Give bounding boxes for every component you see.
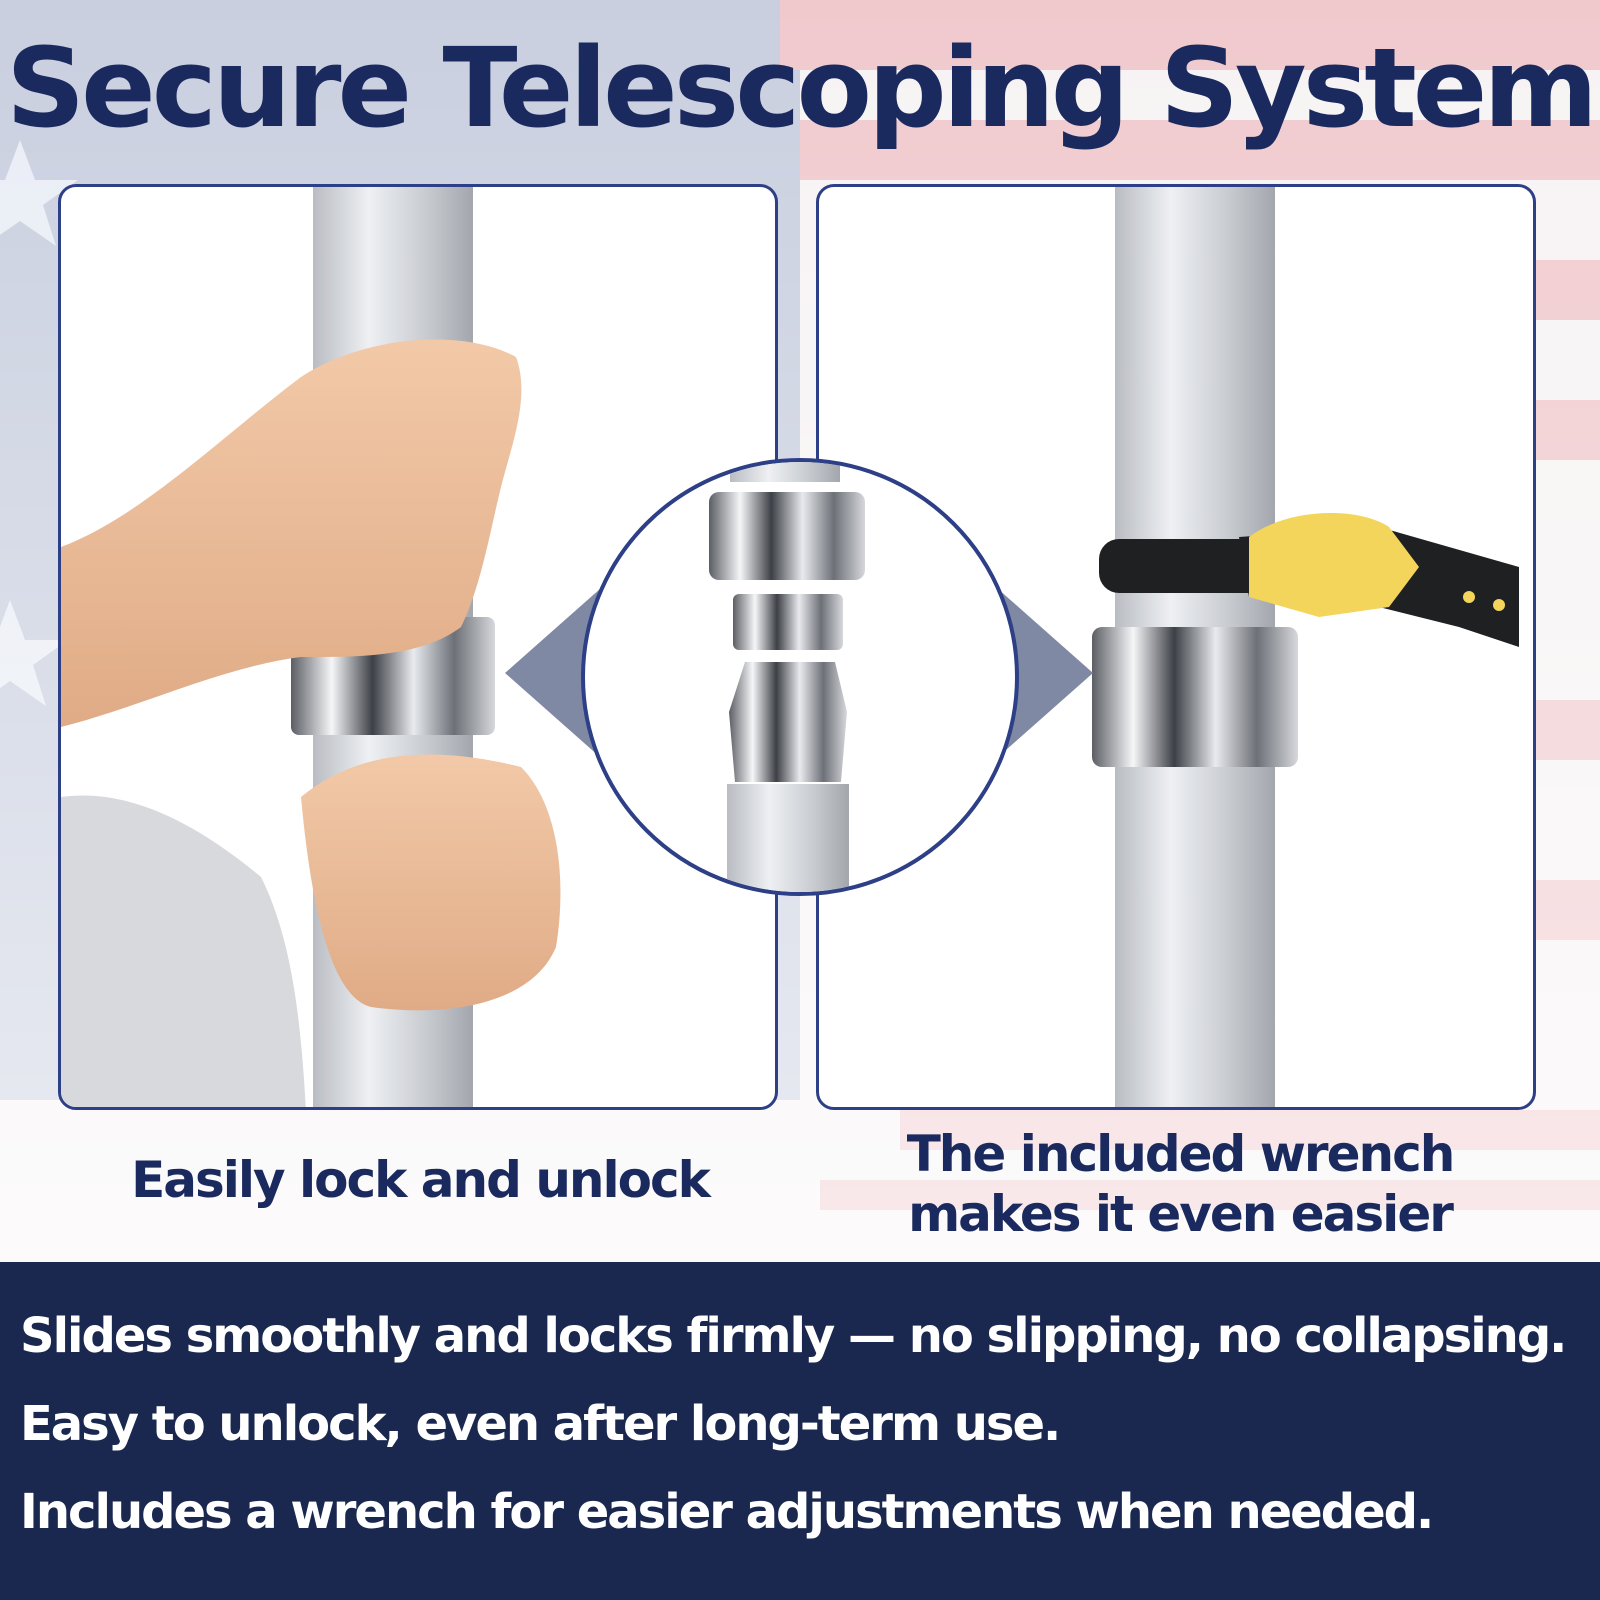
feature-line-1: Slides smoothly and locks firmly — no sl… — [20, 1308, 1567, 1364]
caption-wrench-line-1: The included wrench — [906, 1125, 1456, 1183]
feature-line-2: Easy to unlock, even after long-term use… — [20, 1396, 1061, 1452]
features-footer: Slides smoothly and locks firmly — no sl… — [0, 1262, 1600, 1600]
page-title: Secure Telescoping System — [5, 24, 1598, 152]
caption-wrench-line-2: makes it even easier — [908, 1185, 1454, 1243]
collar-detail-circle — [581, 458, 1019, 896]
lock-collar-icon — [709, 462, 865, 892]
hand-icon — [61, 339, 561, 1107]
wrench-icon — [1099, 513, 1519, 647]
feature-line-3: Includes a wrench for easier adjustments… — [20, 1484, 1434, 1540]
caption-wrench: The included wrench makes it even easier — [820, 1124, 1540, 1244]
caption-lock-unlock: Easily lock and unlock — [131, 1151, 711, 1209]
